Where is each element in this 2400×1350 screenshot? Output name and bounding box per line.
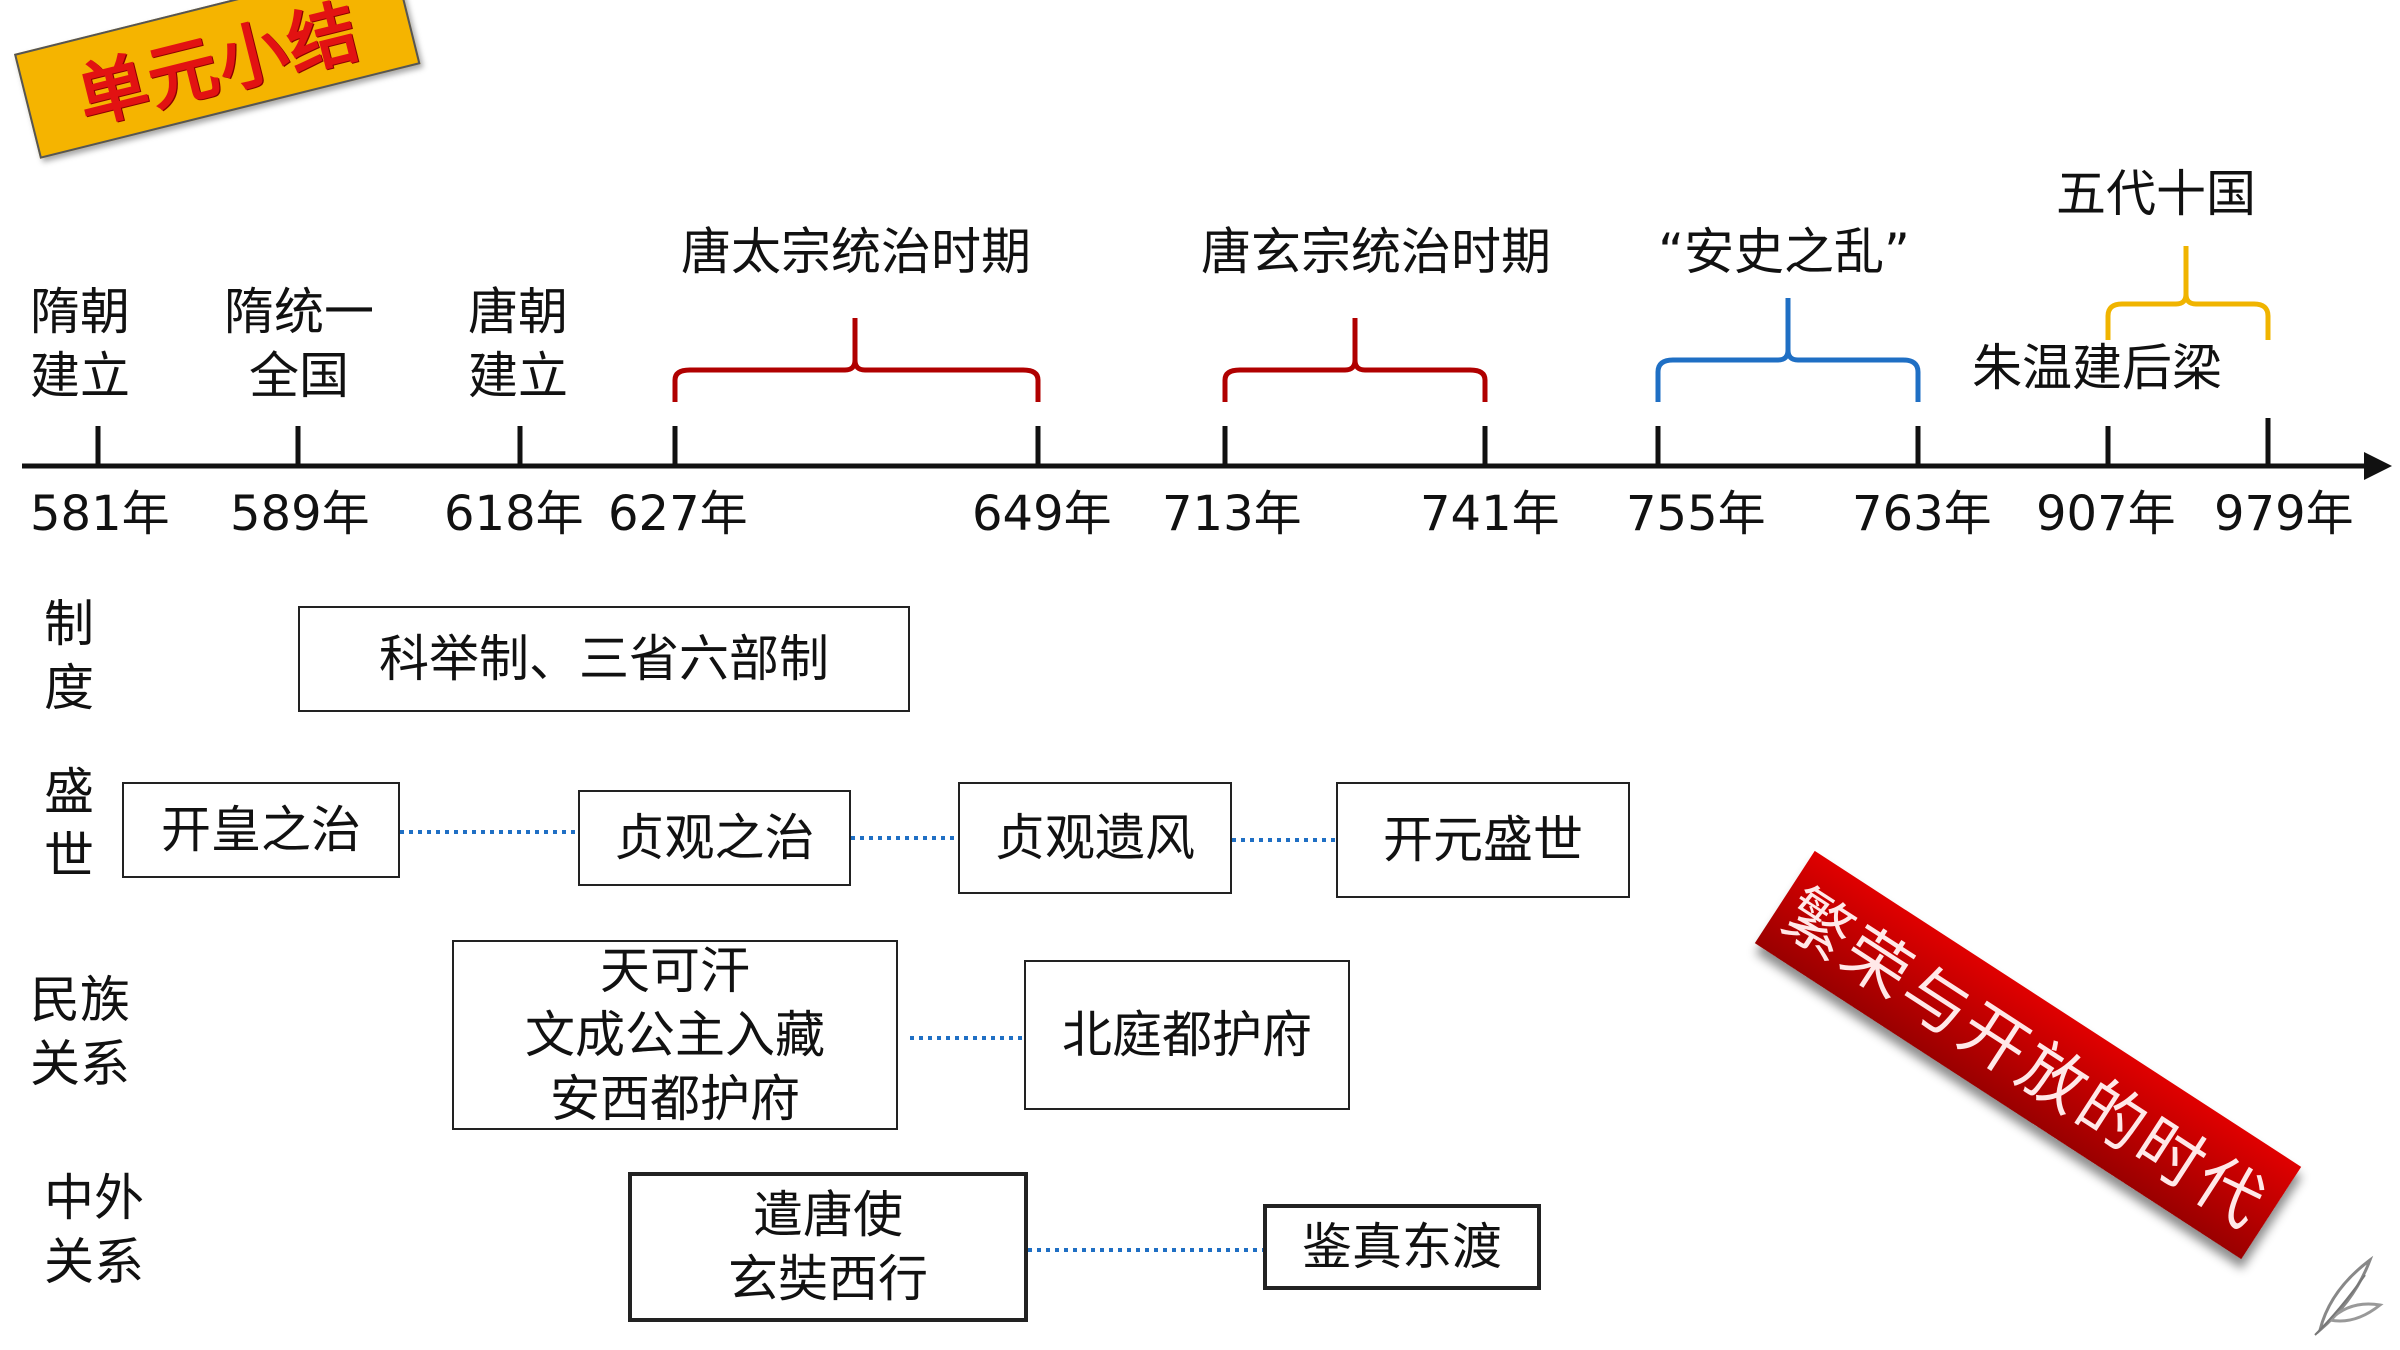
bracket-taizong [672,318,1041,402]
box-line: 安西都护府 [550,1070,800,1128]
category-line1: 民族 [30,971,130,1029]
box-kaiyuan: 开元盛世 [1336,782,1630,898]
event-label-line1: 隋统一 [224,283,374,341]
year-label: 907年 [2036,486,2176,542]
box-line: 文成公主入藏 [525,1006,825,1064]
box-beiting: 北庭都护府 [1024,960,1350,1110]
box-text: 开皇之治 [161,801,361,859]
year-label: 627年 [608,486,748,542]
year-label: 618年 [444,486,584,542]
event-tang-founding: 唐朝 建立 [468,280,568,408]
event-label-line2: 建立 [30,347,130,405]
event-label-line1: 朱温建后梁 [1972,339,2222,397]
event-label-line2: 全国 [249,347,349,405]
box-system: 科举制、三省六部制 [298,606,910,712]
box-text: 开元盛世 [1383,811,1583,869]
leaf-logo-icon [2314,1255,2384,1336]
event-sui-founding: 隋朝 建立 [30,280,130,408]
category-line2: 关系 [30,1035,130,1093]
category-foreign: 中外 关系 [44,1166,144,1294]
timeline-arrowhead [2364,452,2392,480]
connectors [400,830,1336,1252]
year-label: 755年 [1626,486,1766,542]
category-line1: 制 [44,595,94,653]
event-label-line1: 唐朝 [468,283,568,341]
event-label-line1: 隋朝 [30,283,130,341]
timeline-ticks [95,418,2271,466]
box-line: 玄奘西行 [728,1250,928,1308]
period-label-wudai: 五代十国 [2056,165,2256,223]
period-label-taizong: 唐太宗统治时期 [681,223,1031,281]
year-label: 741年 [1420,486,1560,542]
year-label: 763年 [1852,486,1992,542]
category-line1: 中外 [44,1169,144,1227]
box-text: 北庭都护府 [1062,1006,1312,1064]
category-ethnic: 民族 关系 [30,968,130,1096]
year-label: 979年 [2214,486,2354,542]
year-label: 713年 [1162,486,1302,542]
category-line2: 度 [44,659,94,717]
box-kaihuang: 开皇之治 [122,782,400,878]
box-line: 天可汗 [600,942,750,1000]
box-system-text: 科举制、三省六部制 [379,630,829,688]
category-prosperity: 盛 世 [44,760,94,888]
box-zhenguan: 贞观之治 [578,790,851,886]
category-system: 制 度 [44,592,94,720]
box-text: 贞观遗风 [995,809,1195,867]
period-label-xuanzong: 唐玄宗统治时期 [1201,223,1551,281]
category-line2: 关系 [44,1233,144,1291]
year-label: 589年 [230,486,370,542]
year-label: 649年 [972,486,1112,542]
bracket-anshi [1655,298,1921,402]
event-sui-unification: 隋统一 全国 [214,280,384,408]
box-text: 贞观之治 [614,809,815,867]
box-jianzhen: 鉴真东渡 [1263,1204,1541,1290]
period-label-anshi: “安史之乱” [1658,223,1910,281]
box-line: 遣唐使 [753,1186,903,1244]
category-line2: 世 [44,827,94,885]
category-line1: 盛 [44,763,94,821]
bracket-wudai [2105,246,2271,340]
box-ethnic-tang: 天可汗 文成公主入藏 安西都护府 [452,940,898,1130]
year-label: 581年 [30,486,170,542]
event-later-liang: 朱温建后梁 [1972,336,2222,400]
box-foreign-tang: 遣唐使 玄奘西行 [628,1172,1028,1322]
box-text: 鉴真东渡 [1302,1218,1502,1276]
event-label-line2: 建立 [468,347,568,405]
bracket-xuanzong [1222,318,1488,402]
box-zhenguan-yifeng: 贞观遗风 [958,782,1232,894]
